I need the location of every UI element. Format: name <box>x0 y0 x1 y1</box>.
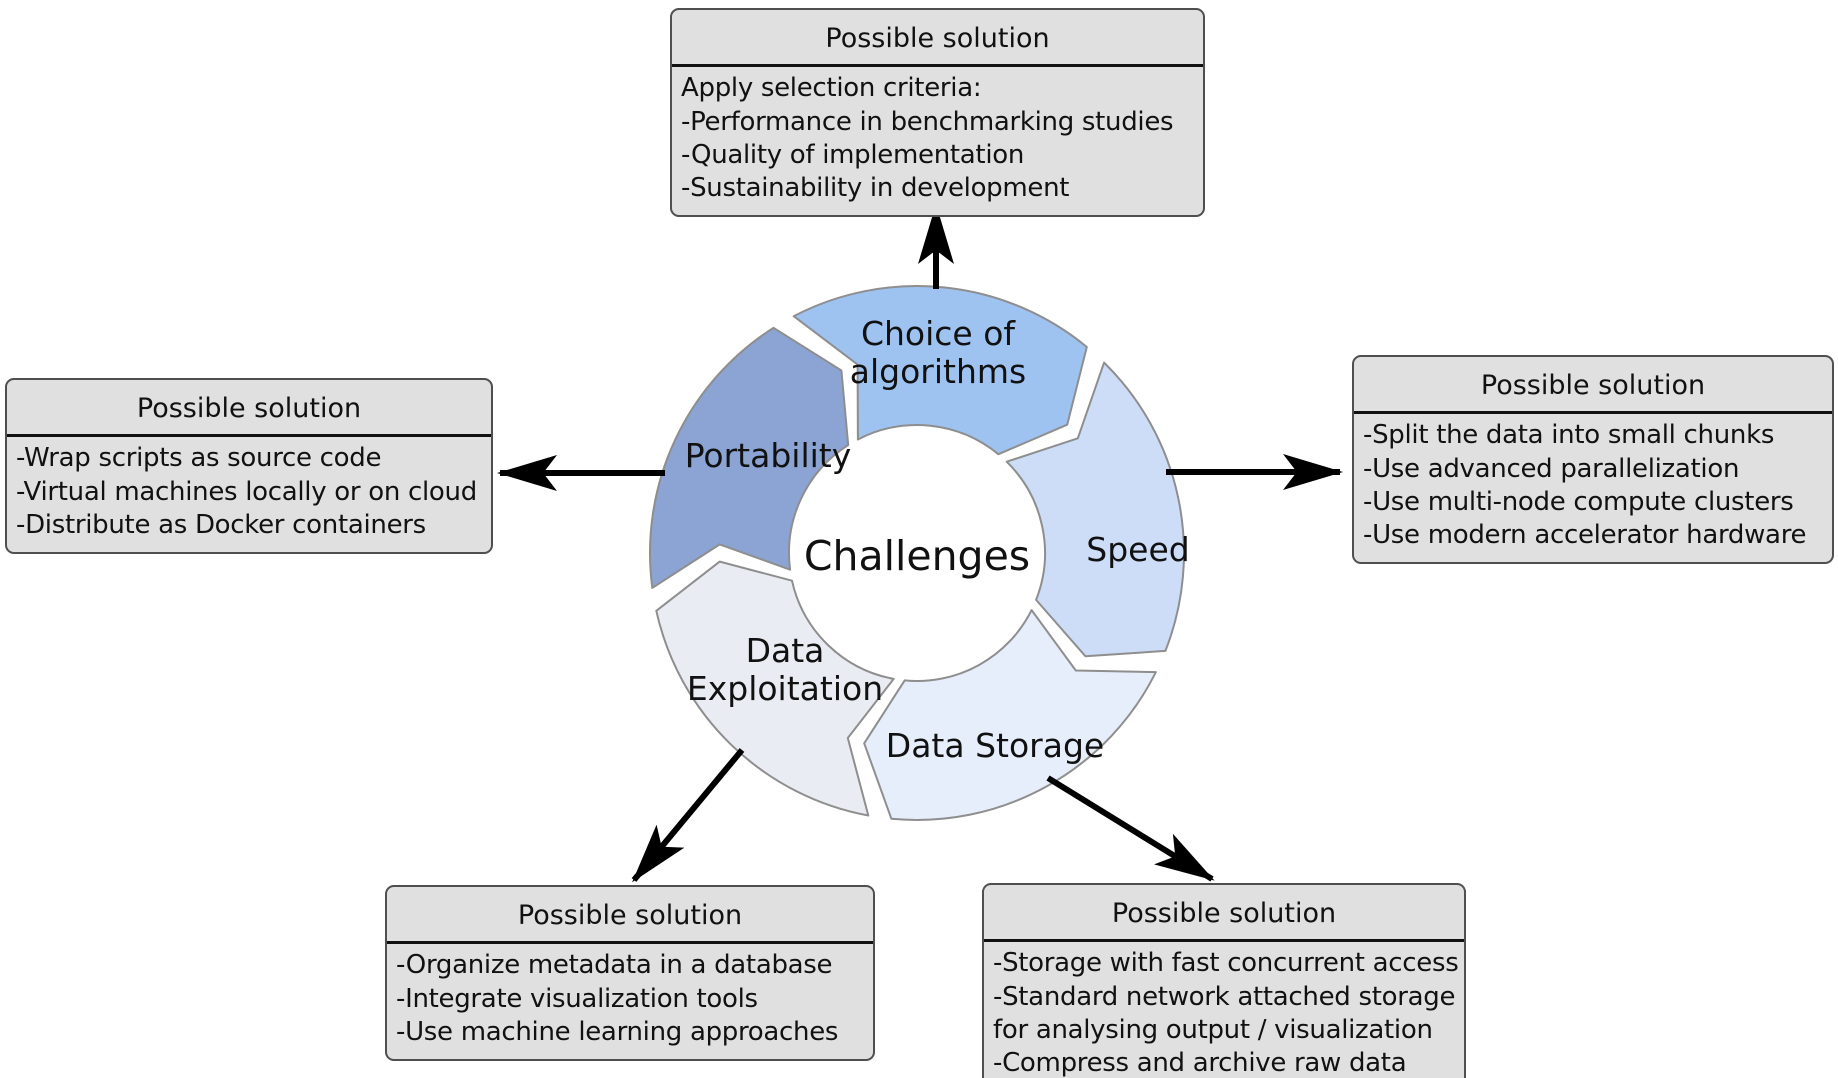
arrow-to-bottom-left-box <box>631 748 745 883</box>
solution-box-title: Possible solution <box>387 887 873 945</box>
solution-box-exploitation: Possible solution -Organize metadata in … <box>385 885 875 1062</box>
solution-line: -Use modern accelerator hardware <box>1363 520 1807 551</box>
solution-box-body: -Organize metadata in a database-Integra… <box>387 944 873 1059</box>
solution-box-body: -Storage with fast concurrent access-Sta… <box>984 942 1464 1078</box>
solution-box-body: Apply selection criteria:-Performance in… <box>672 67 1203 215</box>
solution-line: -Quality of implementation <box>681 139 1025 170</box>
solution-line: -Standard network attached storage <box>993 981 1456 1012</box>
solution-box-body: -Wrap scripts as source code-Virtual mac… <box>7 437 491 552</box>
solution-box-portability: Possible solution -Wrap scripts as sourc… <box>5 378 493 555</box>
solution-box-title: Possible solution <box>7 380 491 438</box>
solution-line: -Distribute as Docker containers <box>16 509 426 540</box>
wheel-segment-label-data-storage: Data Storage <box>886 726 1104 765</box>
solution-line: -Use multi-node compute clusters <box>1363 486 1794 517</box>
arrows <box>497 204 1343 883</box>
solution-box-body: -Split the data into small chunks-Use ad… <box>1354 414 1832 562</box>
challenges-center-label: Challenges <box>804 532 1030 580</box>
solution-line: Apply selection criteria: <box>681 73 982 104</box>
wheel-segment-label-portability: Portability <box>685 436 852 475</box>
solution-line: for analysing output / visualization <box>993 1014 1433 1045</box>
solution-box-title: Possible solution <box>672 10 1203 68</box>
solution-line: -Use machine learning approaches <box>396 1016 839 1047</box>
wheel-segment-choice-of-algorithms <box>792 285 1088 456</box>
solution-box-storage: Possible solution -Storage with fast con… <box>982 883 1466 1078</box>
wheel-segment-label-speed: Speed <box>1086 530 1189 569</box>
solution-line: -Split the data into small chunks <box>1363 420 1775 451</box>
solution-line: -Performance in benchmarking studies <box>681 106 1174 137</box>
solution-line: -Integrate visualization tools <box>396 983 758 1014</box>
wheel-segment-speed <box>1005 361 1185 658</box>
solution-box-algorithms: Possible solution Apply selection criter… <box>670 8 1205 218</box>
wheel-segment-data-storage <box>863 609 1157 822</box>
solution-line: -Compress and archive raw data <box>993 1048 1407 1078</box>
wheel-segment-portability <box>649 326 850 589</box>
solution-line: -Sustainability in development <box>681 173 1070 204</box>
solution-line: -Storage with fast concurrent access <box>993 948 1459 979</box>
solution-line: -Use advanced parallelization <box>1363 453 1740 484</box>
solution-box-title: Possible solution <box>1354 357 1832 415</box>
wheel-segments <box>649 285 1185 822</box>
solution-line: -Wrap scripts as source code <box>16 443 382 474</box>
solution-line: -Virtual machines locally or on cloud <box>16 476 477 507</box>
solution-line: -Organize metadata in a database <box>396 950 833 981</box>
arrow-to-bottom-right-box <box>1046 775 1215 882</box>
wheel-segment-data-exploitation <box>655 560 895 817</box>
solution-box-speed: Possible solution -Split the data into s… <box>1352 355 1834 565</box>
solution-box-title: Possible solution <box>984 885 1464 943</box>
